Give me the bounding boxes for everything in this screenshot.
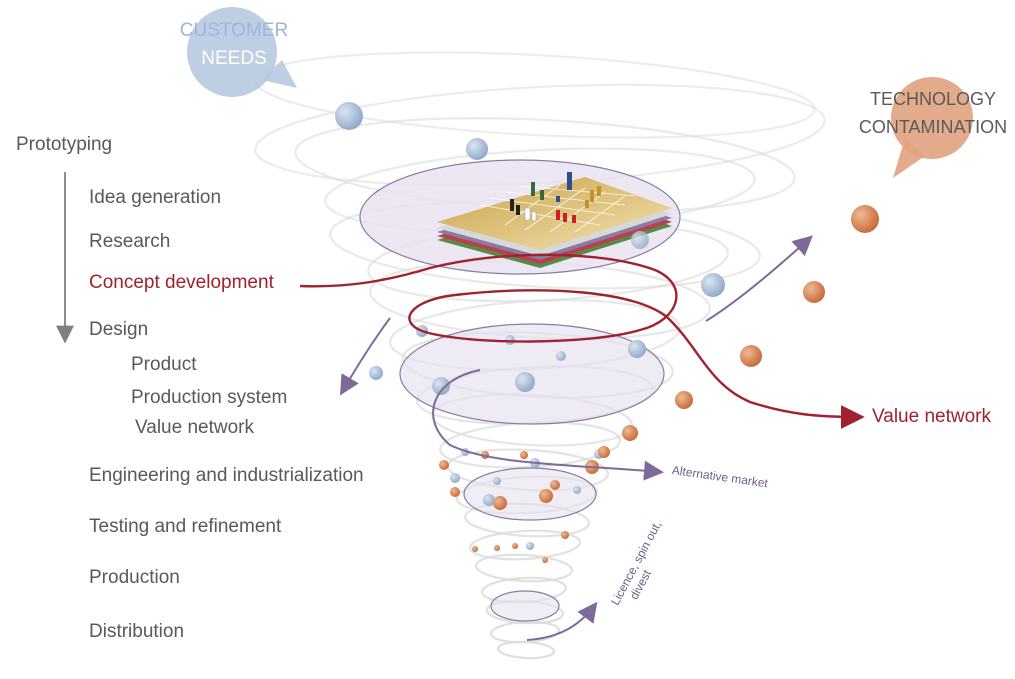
technology-contamination-label: TECHNOLOGY CONTAMINATION [848,85,1015,141]
technology-line-2: CONTAMINATION [858,117,1008,137]
gate-ellipse-bottom [490,590,560,622]
technology-bubbles [439,205,879,563]
stage-research: Research [89,231,171,252]
board-model [437,172,672,268]
spiral-ring [468,529,582,561]
stage-idea-generation: Idea generation [89,187,222,208]
technology-contamination-callout [891,77,973,178]
gate-ellipse-second [399,323,665,425]
alternative-market-arrow [432,369,664,481]
stage-design-production-system: Production system [131,387,288,408]
stages-heading: Prototyping [16,134,113,155]
gate-ellipse-third [463,467,597,521]
technology-exit-arrow [705,235,813,322]
customer-needs-label: CUSTOMER NEEDS [170,17,298,73]
customer-need-bubbles [335,102,725,550]
stage-testing: Testing and refinement [89,516,282,537]
early-exit-arrow [339,317,391,396]
stage-design-product: Product [131,354,197,375]
licence-arrow [526,601,598,641]
outcome-arrows [339,235,813,641]
value-network-outcome: Value network [872,406,991,427]
stage-engineering: Engineering and industrialization [89,465,364,486]
spiral-ring [254,51,816,139]
technology-line-1: TECHNOLOGY [869,89,997,109]
customer-needs-line-2: NEEDS [201,48,267,69]
customer-needs-line-1: CUSTOMER [179,20,289,41]
spiral-ring [496,640,556,660]
stage-design: Design [89,319,149,340]
stage-production: Production [89,567,180,588]
stage-design-value-network: Value network [135,417,254,438]
stage-concept-development: Concept development [89,272,274,293]
spiral-ring [474,553,574,583]
stage-distribution: Distribution [89,621,185,642]
concept-development-path [299,253,865,429]
customer-needs-callout [187,7,297,97]
